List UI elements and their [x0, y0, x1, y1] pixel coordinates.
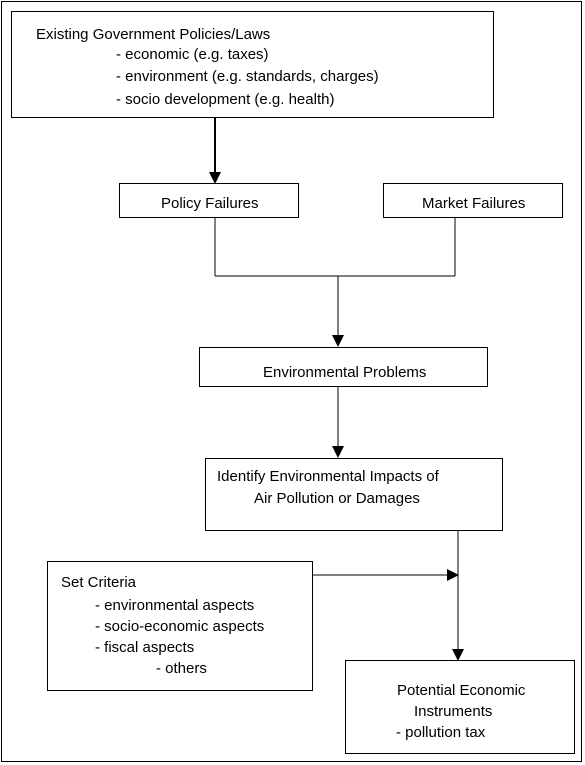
policies-box: Existing Government Policies/Laws - econ…	[11, 11, 494, 118]
policy-failures-box: Policy Failures	[119, 183, 299, 218]
instruments-line3: - pollution tax	[396, 724, 486, 741]
market-failures-box: Market Failures	[383, 183, 563, 218]
policy-failures-label: Policy Failures	[161, 195, 259, 212]
identify-impacts-line2: Air Pollution or Damages	[254, 490, 420, 507]
policies-title: Existing Government Policies/Laws	[36, 26, 271, 43]
policies-item-environment: - environment (e.g. standards, charges)	[116, 68, 379, 85]
criteria-title: Set Criteria	[61, 574, 137, 591]
instruments-box: Potential Economic Instruments - polluti…	[345, 660, 575, 754]
policies-item-economic: - economic (e.g. taxes)	[116, 46, 269, 63]
identify-impacts-line1: Identify Environmental Impacts of	[217, 468, 439, 485]
environmental-problems-label: Environmental Problems	[263, 364, 427, 381]
instruments-line1: Potential Economic	[397, 682, 526, 699]
criteria-box: Set Criteria - environmental aspects - s…	[47, 561, 313, 691]
policies-item-socio: - socio development (e.g. health)	[116, 91, 335, 108]
market-failures-label: Market Failures	[422, 195, 526, 212]
environmental-problems-box: Environmental Problems	[199, 347, 488, 387]
criteria-item-others: - others	[156, 660, 207, 677]
instruments-line2: Instruments	[414, 703, 493, 720]
criteria-item-socio-economic: - socio-economic aspects	[95, 618, 265, 635]
identify-impacts-box: Identify Environmental Impacts of Air Po…	[205, 458, 503, 531]
criteria-item-fiscal: - fiscal aspects	[95, 639, 195, 656]
criteria-item-environmental: - environmental aspects	[95, 597, 255, 614]
